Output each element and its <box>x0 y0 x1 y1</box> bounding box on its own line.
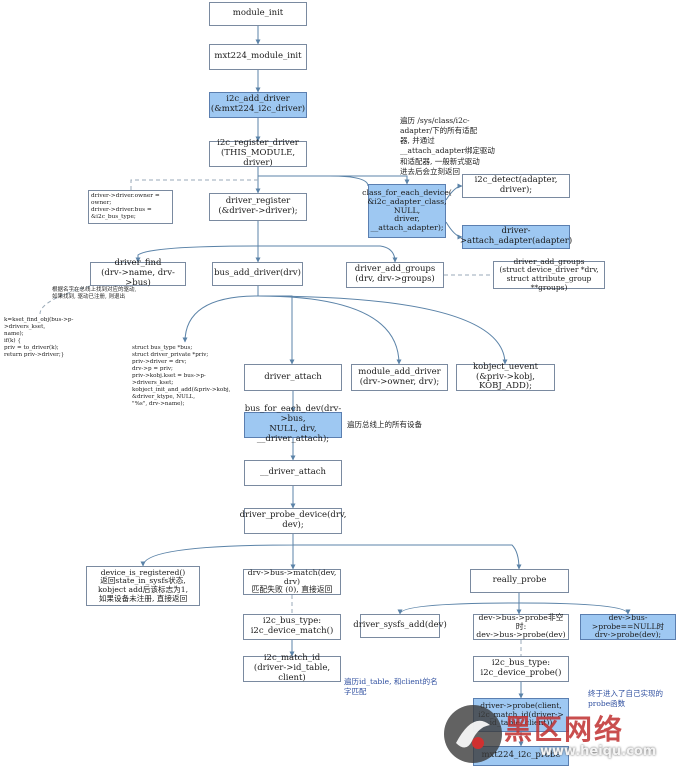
node-device-is-registered: device_is_registered() 返回state_in_sysfs状… <box>86 566 200 606</box>
node-bus-for-each-dev: bus_for_each_dev(drv->bus, NULL, drv, __… <box>244 404 342 444</box>
node-i2c-match-id: i2c_match_id (driver->id_table, client) <box>243 653 341 683</box>
node-driver-sysfs-add: driver_sysfs_add(dev) <box>353 614 447 638</box>
note-class-for-each: 遍历 /sys/class/i2c- adapter/下的所有适配 器, 并通过… <box>400 116 495 176</box>
node-bus-probe-null: dev->bus->probe==NULL时 drv->probe(dev); <box>580 613 676 640</box>
connector <box>182 286 259 343</box>
doc-kset-find-code: k=kset_find_obj(bus->p->drivers_kset, na… <box>4 317 74 358</box>
node-mxt224-module-init: mxt224_module_init <box>209 44 307 70</box>
node-module-add-driver: module_add_driver (drv->owner, drv); <box>351 364 448 391</box>
doc-bus-add-driver-code: struct bus_type *bus; struct driver_priv… <box>132 345 231 407</box>
connector <box>397 593 520 615</box>
node-really-probe: really_probe <box>470 569 569 593</box>
connector <box>130 179 258 190</box>
node-driver-add-groups: driver_add_groups (drv, drv->groups) <box>346 262 444 288</box>
connector <box>257 175 369 187</box>
watermark-logo: 黑区网络 www.heiqu.com <box>440 700 677 768</box>
node-bus-probe-nonnull: dev->bus->probe非空时: dev->bus->probe(dev) <box>473 613 569 640</box>
watermark-url: www.heiqu.com <box>540 744 657 759</box>
connector <box>293 544 522 570</box>
node-driver-attach: driver_attach <box>244 364 342 391</box>
node-driver-probe-device: driver_probe_device(drv, dev); <box>240 508 346 534</box>
node-i2c-device-match: i2c_bus_type: i2c_device_match() <box>243 614 341 640</box>
node-driver-setup: driver->driver.owner = owner; driver->dr… <box>88 190 173 224</box>
connector <box>257 295 402 365</box>
node-i2c-add-driver: i2c_add_driver (&mxt224_i2c_driver) <box>209 92 307 118</box>
node-__driver-attach: __driver_attach <box>244 460 342 486</box>
node-driver-find: driver_find (drv->name, drv->bus) <box>90 258 186 288</box>
connector <box>135 245 259 263</box>
note-probe: 终于进入了自己实现的 probe函数 <box>588 689 663 709</box>
connector <box>258 295 295 365</box>
connector <box>140 534 294 567</box>
connector <box>330 175 410 185</box>
connector <box>39 285 91 315</box>
node-mxt224-probe: mxt224_i2c_probe <box>473 746 569 766</box>
connector <box>518 602 631 615</box>
connector <box>258 245 398 263</box>
connector <box>445 183 463 201</box>
connector <box>445 221 463 240</box>
node-driver-register: driver_register (&driver->driver); <box>209 193 307 221</box>
note-bus-for-each: 遍历总线上的所有设备 <box>347 420 422 429</box>
node-i2c-device-probe: i2c_bus_type: i2c_device_probe() <box>473 656 569 682</box>
node-module-init: module_init <box>209 2 307 26</box>
node-driver-add-groups-sig: driver_add_groups (struct device_driver … <box>493 257 605 291</box>
note-driver-find: 根据名字在总线上找到对应的驱动, 如果找到, 驱动已注册, 则退出 <box>52 287 137 301</box>
node-kobject-uevent: kobject_uevent (&priv->kobj, KOBJ_ADD); <box>456 362 555 391</box>
node-class-for-each-device: class_for_each_device( &i2c_adapter_clas… <box>362 184 452 238</box>
watermark-brand: 黑区网络 <box>504 713 625 746</box>
connector <box>257 295 508 365</box>
node-attach-adapter: driver->attach_adapter(adapter) <box>460 225 572 249</box>
note-id-table: 遍历id_table, 和client的名 字匹配 <box>344 677 438 697</box>
node-i2c-detect: i2c_detect(adapter, driver); <box>462 174 570 198</box>
node-bus-add-driver: bus_add_driver(drv) <box>212 262 303 286</box>
watermark-emblem-icon <box>444 705 502 763</box>
node-i2c-register-driver: i2c_register_driver (THIS_MODULE, driver… <box>209 138 307 168</box>
node-bus-match: drv->bus->match(dev, drv) 匹配失败 (0), 直接返回 <box>243 568 341 595</box>
